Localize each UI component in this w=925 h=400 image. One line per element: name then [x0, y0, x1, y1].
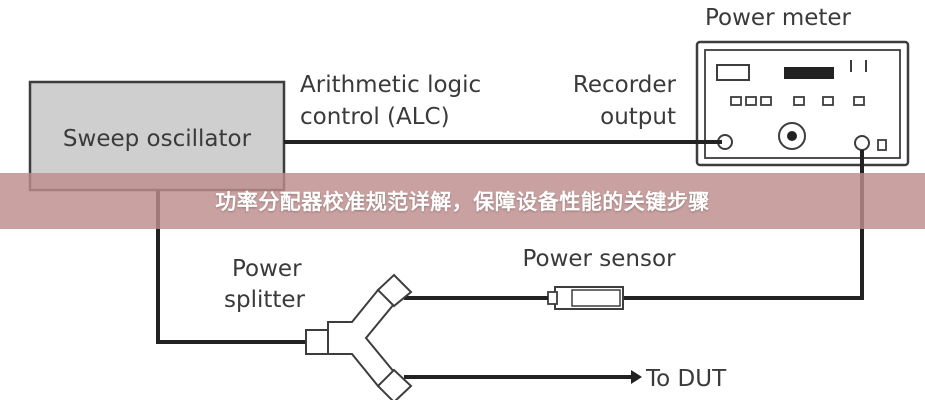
power-splitter-label-line1: Power [232, 256, 302, 282]
power-sensor-label: Power sensor [522, 246, 676, 272]
power-meter-label: Power meter [705, 5, 852, 31]
sensor-input-connector [854, 135, 870, 151]
alc-label-line2: control (ALC) [300, 104, 450, 130]
power-splitter [305, 273, 413, 400]
dut-arrow [631, 370, 642, 384]
sweep-oscillator-box [28, 80, 286, 192]
meter-display-small [716, 64, 750, 81]
meter-display-bar [784, 67, 834, 79]
sweep-oscillator-label: Sweep oscillator [63, 126, 252, 152]
recorder-label-line1: Recorder [573, 72, 677, 98]
title-banner: 功率分配器校准规范详解，保障设备性能的关键步骤 [0, 173, 925, 229]
to-dut-label: To DUT [645, 366, 727, 392]
power-meter-instrument [695, 40, 910, 167]
recorder-label-line2: output [600, 104, 676, 130]
splitter-input-cable [156, 190, 306, 344]
power-sensor [547, 286, 624, 310]
power-splitter-label-line2: splitter [224, 287, 306, 313]
alc-label-line1: Arithmetic logic [300, 72, 481, 98]
banner-title: 功率分配器校准规范详解，保障设备性能的关键步骤 [215, 190, 710, 214]
